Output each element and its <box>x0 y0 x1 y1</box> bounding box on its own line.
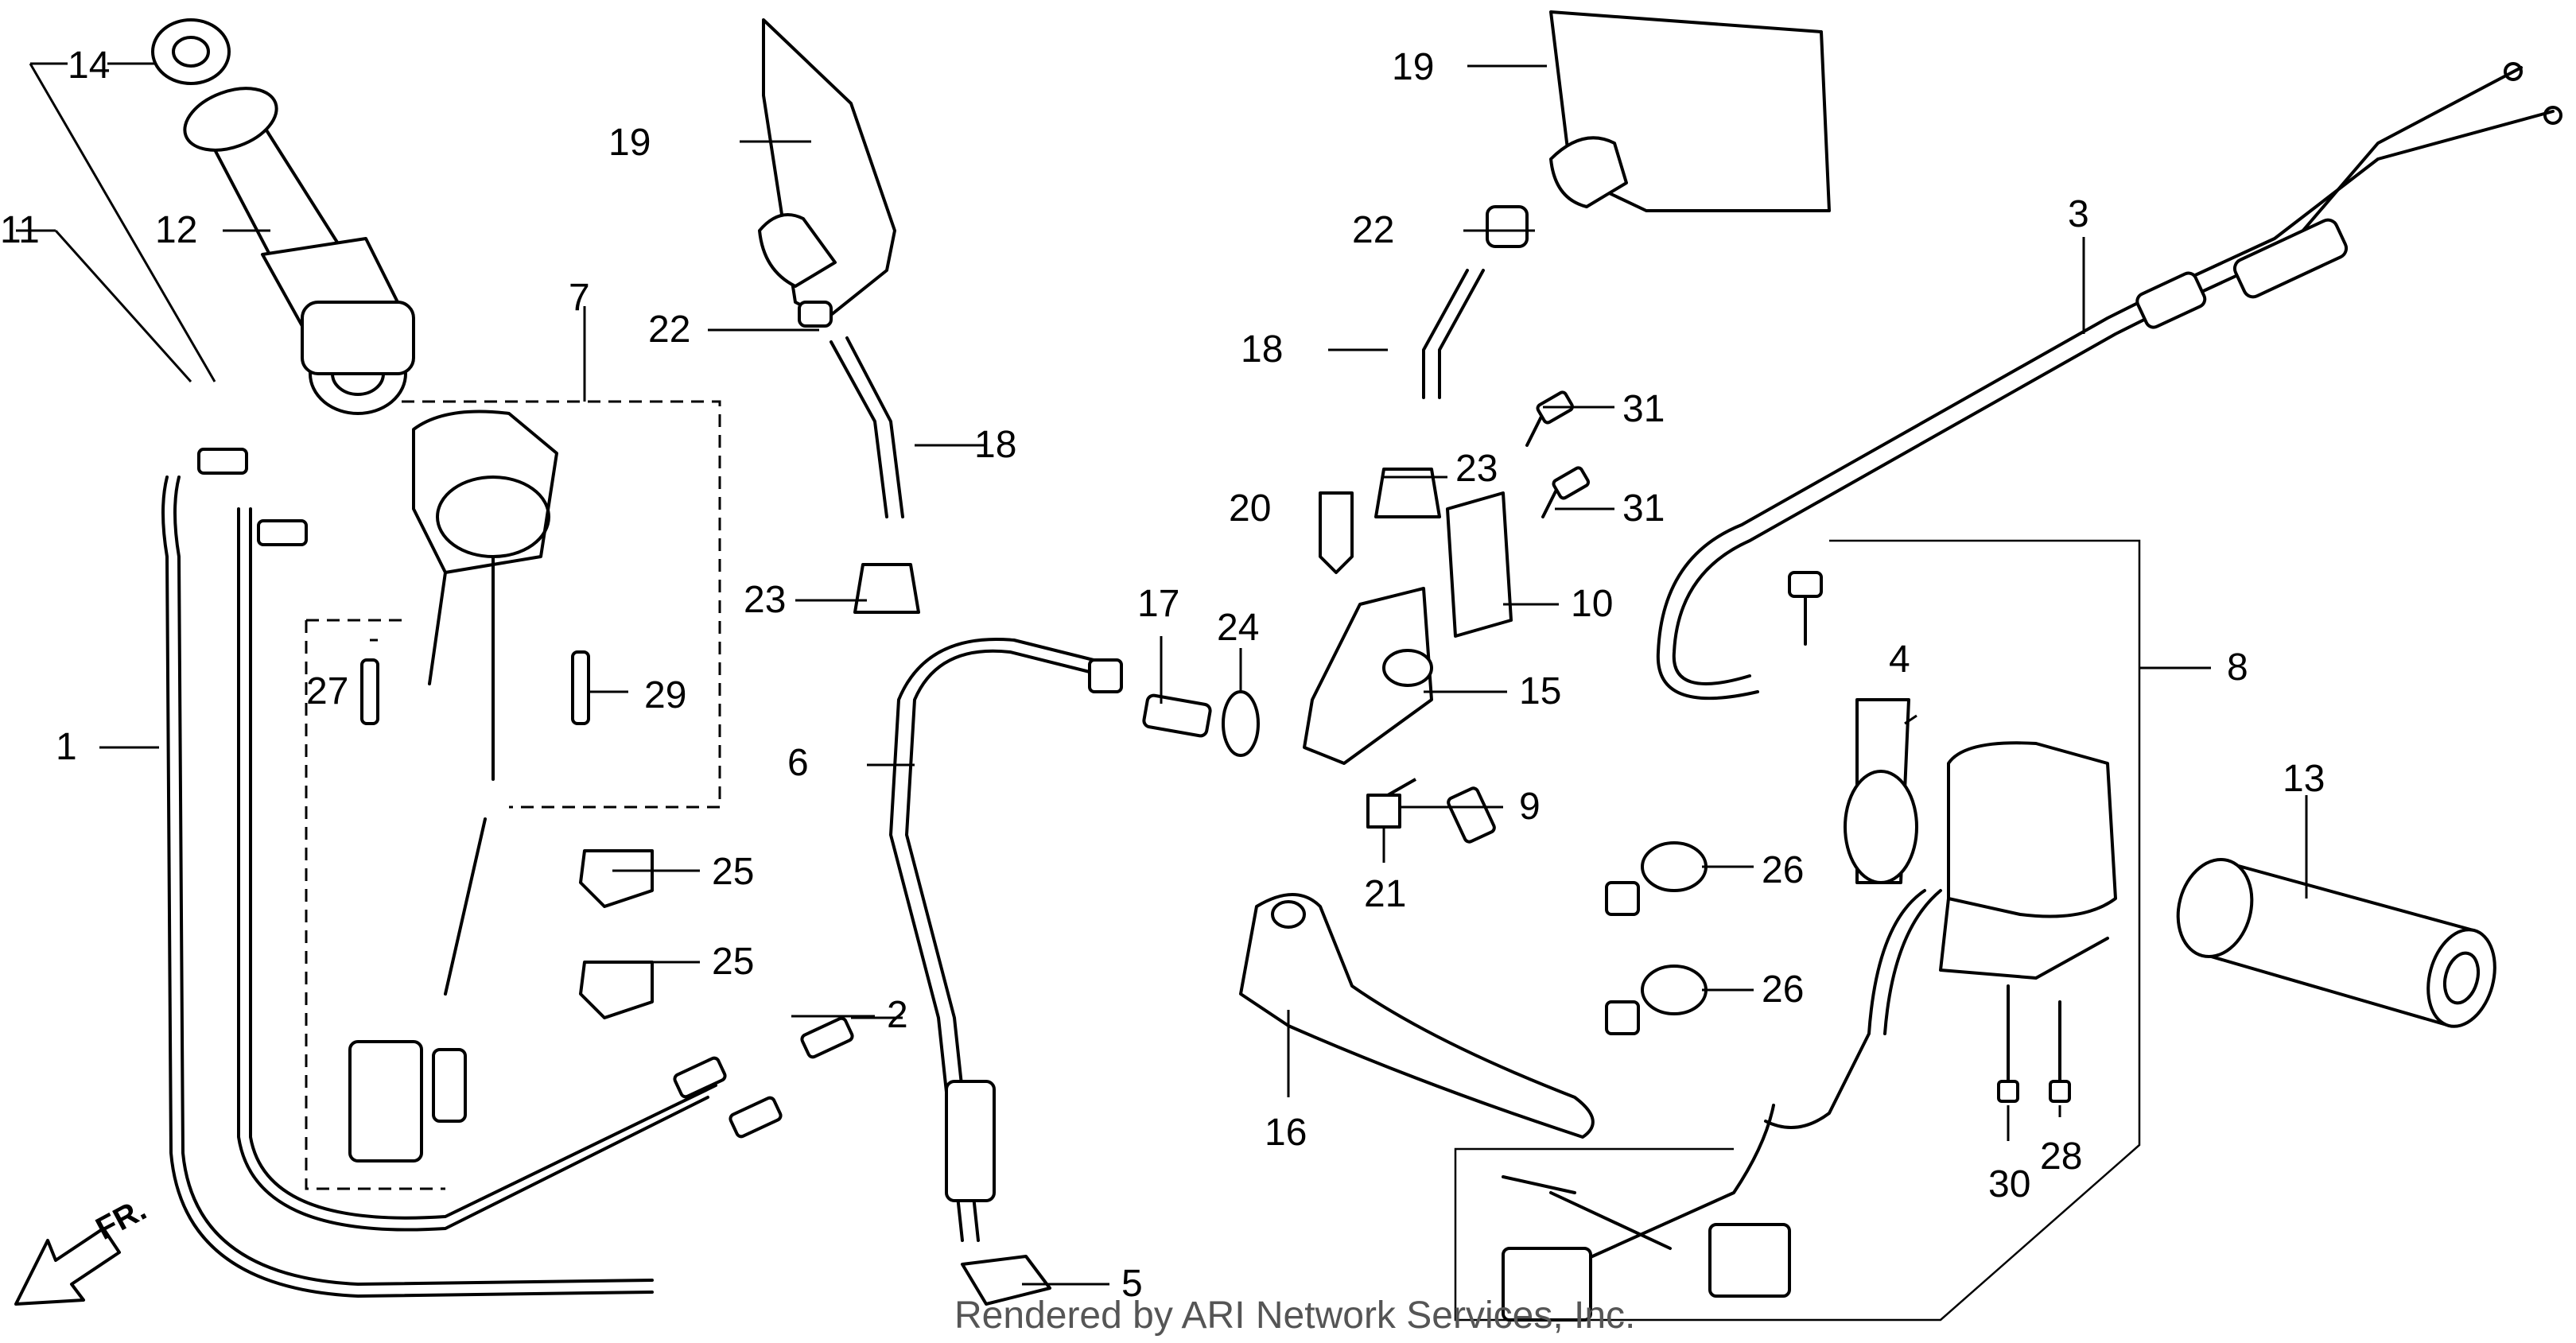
callout-5: 5 <box>1121 1263 1143 1305</box>
right-mirror-assembly <box>1374 10 1831 518</box>
callout-17: 17 <box>1137 583 1179 625</box>
callout-3: 3 <box>2068 193 2089 235</box>
callout-23-right: 23 <box>1455 448 1498 490</box>
callout-12: 12 <box>155 209 197 251</box>
front-direction-arrow: FR. <box>14 1192 152 1306</box>
callout-31: 31 <box>1622 388 1665 430</box>
callout-2: 2 <box>887 994 908 1036</box>
callout-22-right: 22 <box>1352 209 1394 251</box>
right-connector-harness <box>1502 1104 1791 1322</box>
callout-25-lower: 25 <box>712 941 754 983</box>
throttle-cables <box>161 448 854 1298</box>
callout-13: 13 <box>2283 758 2325 800</box>
callout-27: 27 <box>306 670 348 712</box>
clamps-and-screws <box>360 650 654 1019</box>
right-grip <box>2176 857 2496 1028</box>
callout-29: 29 <box>644 674 686 716</box>
footer-credit: Rendered by ARI Network Services, Inc. <box>954 1294 1635 1337</box>
throttle-grip-assembly <box>151 18 415 415</box>
callout-14: 14 <box>68 45 110 87</box>
switch-group-box <box>305 400 721 1190</box>
callout-30: 30 <box>1988 1163 2030 1205</box>
right-switch-assembly <box>1605 698 2117 1129</box>
callout-11: 11 <box>0 209 40 251</box>
clutch-lever <box>1239 893 1595 1139</box>
callout-6: 6 <box>787 742 809 784</box>
callout-9: 9 <box>1519 786 1541 828</box>
callout-31-lower: 31 <box>1622 487 1665 530</box>
callout-15: 15 <box>1519 670 1561 712</box>
callout-8: 8 <box>2227 646 2248 689</box>
callout-20: 20 <box>1229 487 1271 530</box>
callout-7: 7 <box>569 277 590 319</box>
callout-19-right: 19 <box>1392 46 1434 88</box>
callout-24: 24 <box>1217 607 1259 649</box>
callout-labels-duplicate: 18 19 22 23 25 26 31 <box>712 46 1804 1011</box>
lever-holder-assembly <box>1142 390 1590 844</box>
callout-19: 19 <box>608 122 651 164</box>
callout-16: 16 <box>1265 1112 1307 1154</box>
callout-labels: 1 2 3 4 5 6 7 8 9 10 11 12 13 14 15 16 1… <box>0 45 2325 1305</box>
right-switch-group-box <box>1454 539 2141 1322</box>
callout-1: 1 <box>56 726 77 768</box>
callout-21: 21 <box>1364 873 1406 915</box>
callout-23: 23 <box>744 579 786 621</box>
clutch-cable <box>889 638 1123 1306</box>
callout-22: 22 <box>648 309 690 351</box>
callout-28: 28 <box>2040 1135 2082 1178</box>
callout-18-right: 18 <box>1241 328 1283 371</box>
leader-lines <box>16 62 2308 1286</box>
callout-25: 25 <box>712 851 754 893</box>
callout-18: 18 <box>974 424 1016 466</box>
left-mirror-assembly <box>758 18 920 614</box>
callout-26: 26 <box>1762 849 1804 891</box>
callout-4: 4 <box>1889 639 1910 681</box>
callout-10: 10 <box>1571 583 1613 625</box>
callout-26-lower: 26 <box>1762 968 1804 1011</box>
throttle-cable-right <box>1656 62 2562 701</box>
left-switch-assembly <box>348 409 558 1163</box>
